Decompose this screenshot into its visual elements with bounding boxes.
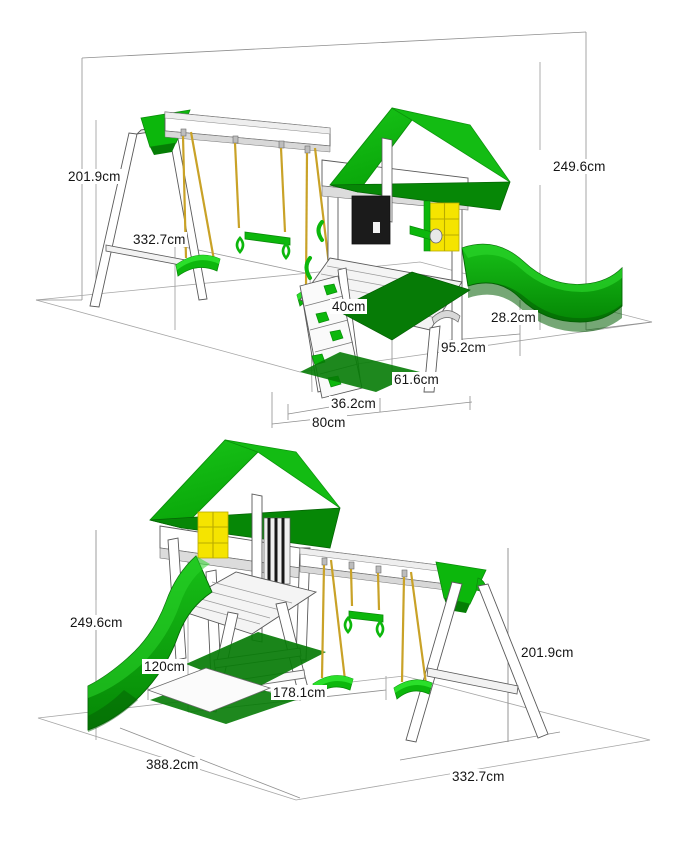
- wave-slide-rear: [87, 555, 213, 732]
- dimension-label-ladder-base-offset: 36.2cm: [329, 396, 378, 411]
- dimension-label-overall-length: 388.2cm: [144, 757, 201, 772]
- dimension-label-ladder-rung-spacing: 40cm: [330, 299, 368, 314]
- dimension-label-slide-exit-height: 28.2cm: [489, 310, 538, 325]
- dimension-label-deck-depth: 61.6cm: [392, 372, 441, 387]
- dimension-label-swing-beam-height-rear: 201.9cm: [519, 645, 576, 660]
- dimension-label-swing-beam-span: 332.7cm: [131, 232, 188, 247]
- dimension-label-tower-base-width: 80cm: [310, 415, 348, 430]
- dimension-label-slide-run-length: 120cm: [142, 659, 188, 674]
- wave-slide-front: [461, 243, 623, 332]
- playhouse-tower-rear: [146, 439, 341, 724]
- dimension-label-tower-footprint-width: 178.1cm: [271, 685, 328, 700]
- swing-frame-front: [89, 109, 331, 308]
- dimension-label-swing-beam-height: 201.9cm: [66, 169, 123, 184]
- dimension-label-overall-tower-height: 249.6cm: [551, 159, 608, 174]
- dimension-label-platform-height: 95.2cm: [439, 340, 488, 355]
- swing-frame-rear: [299, 547, 549, 743]
- dimension-label-overall-tower-height-rear: 249.6cm: [68, 615, 125, 630]
- dimension-label-swing-beam-span-rear: 332.7cm: [450, 769, 507, 784]
